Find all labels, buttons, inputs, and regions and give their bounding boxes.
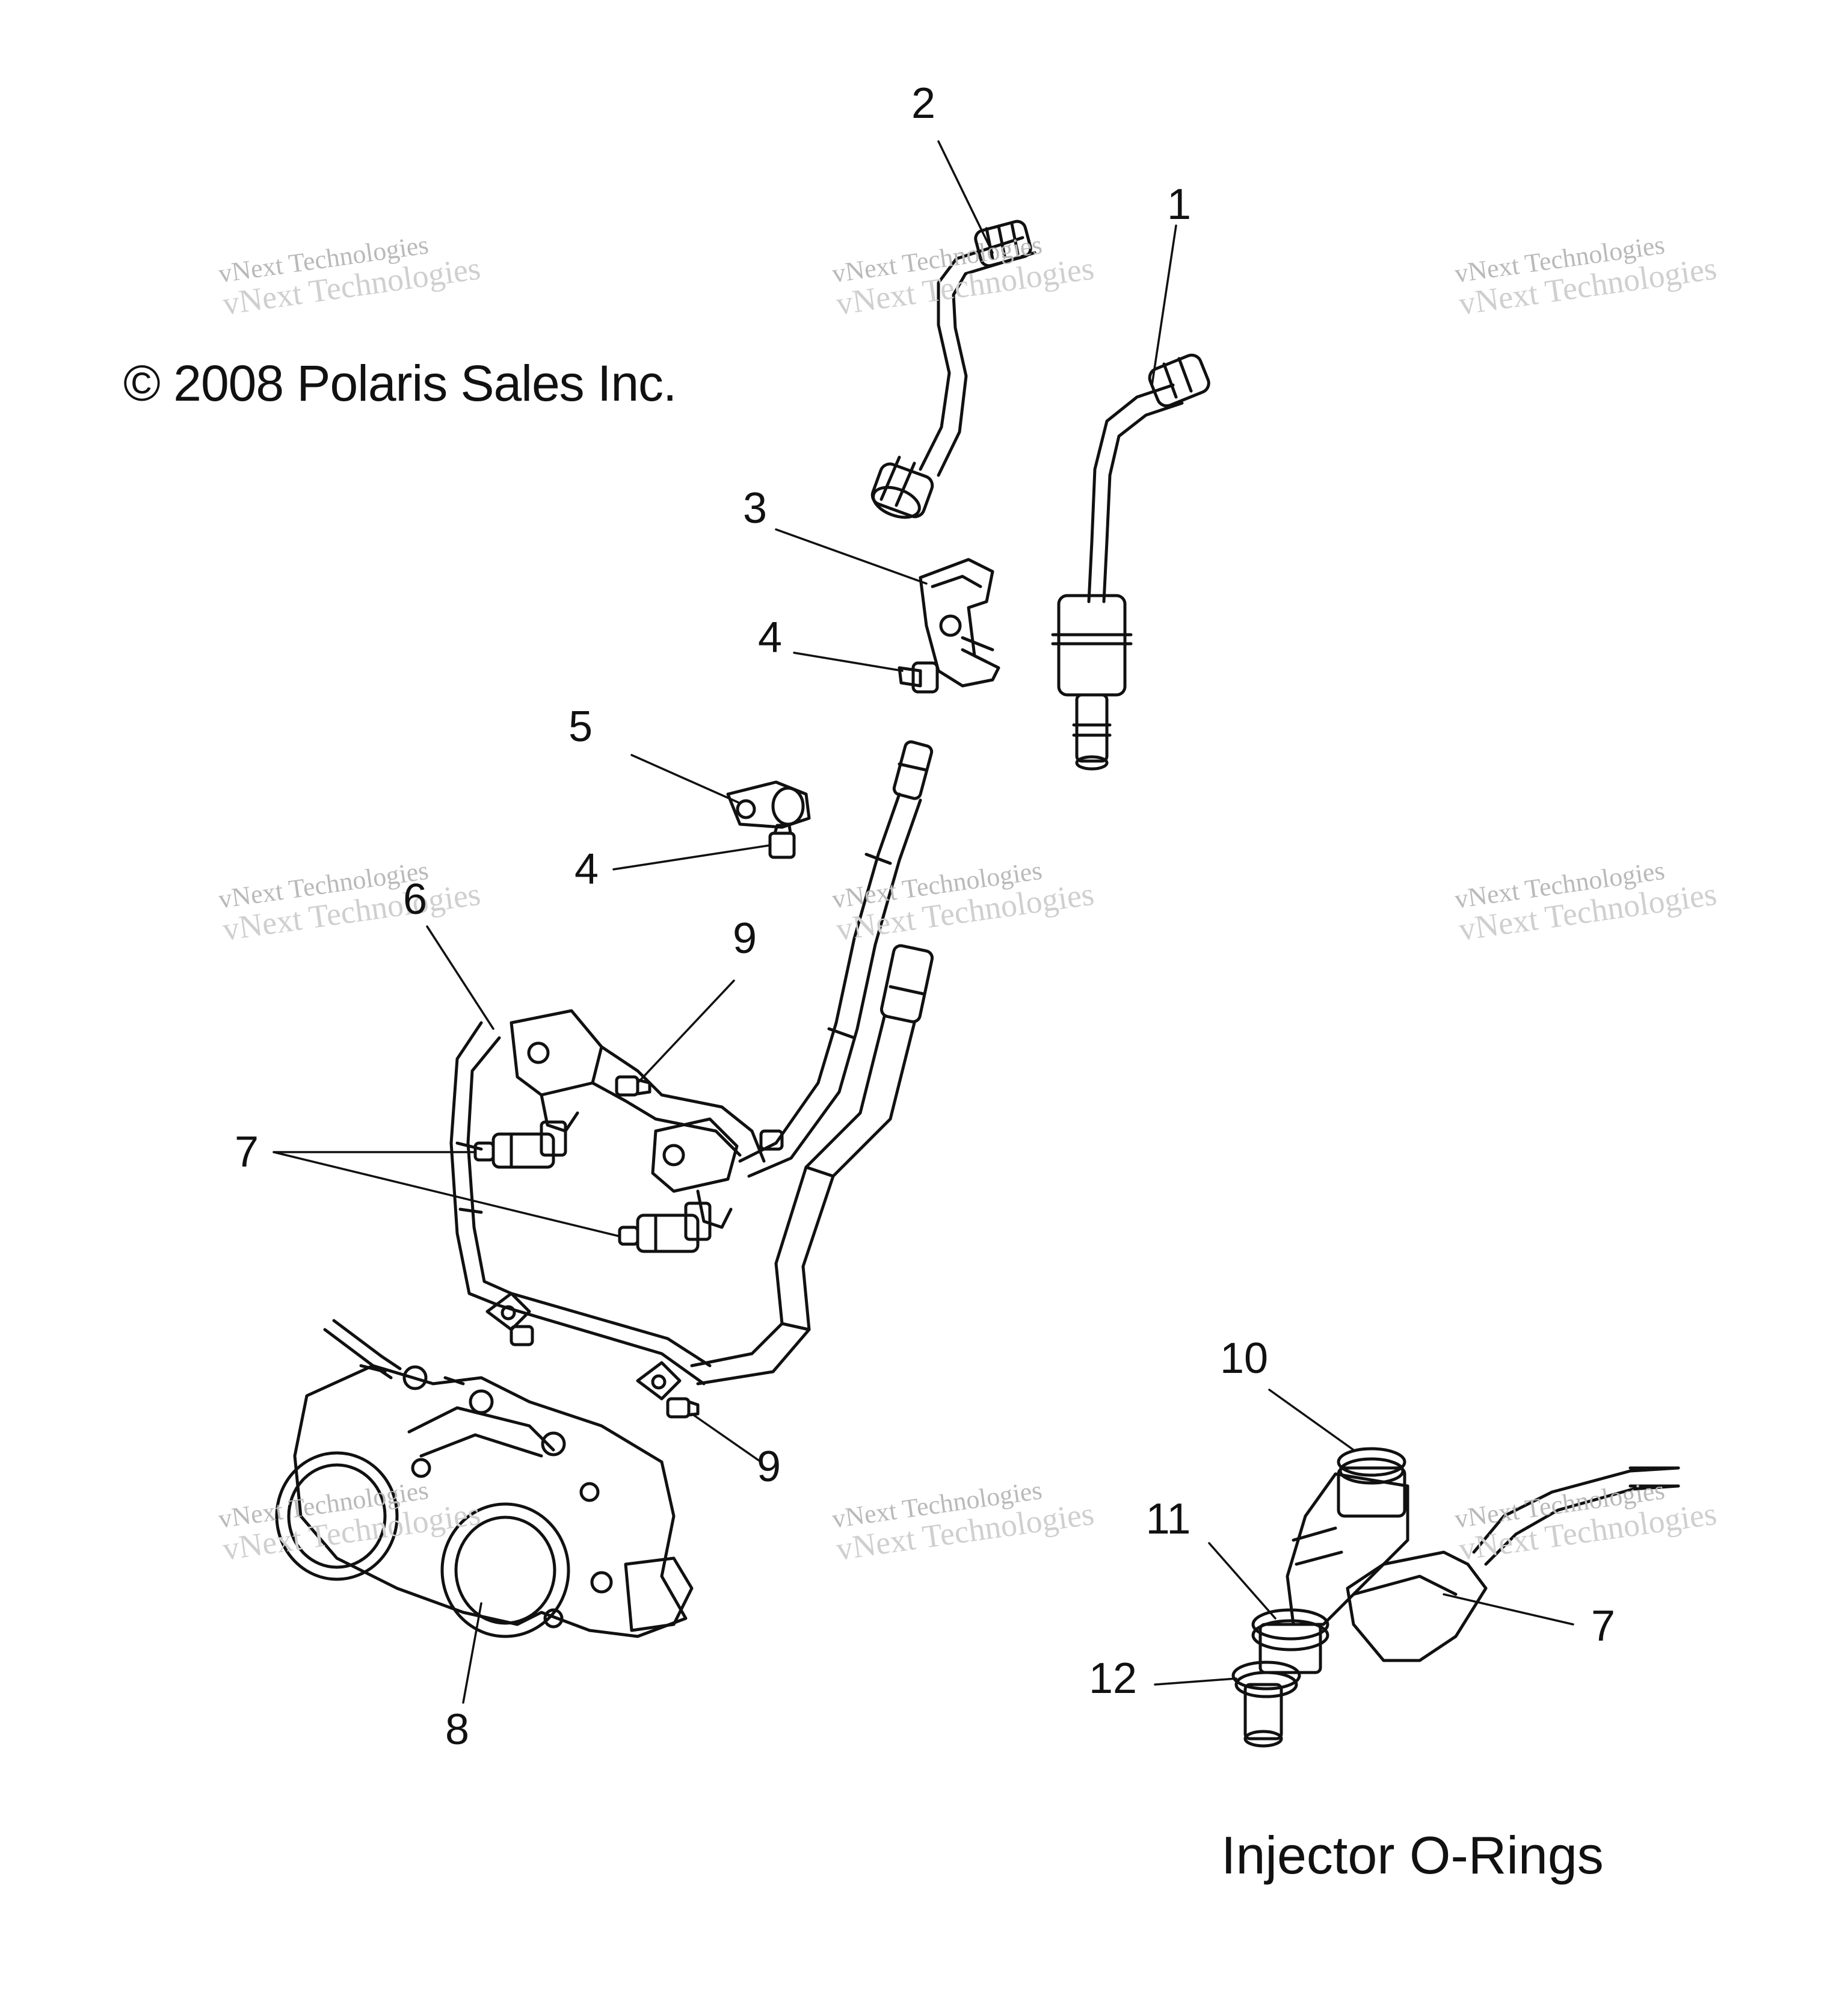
callout-7: 7 bbox=[1591, 1602, 1616, 1650]
part-9-bolt-upper bbox=[615, 1075, 651, 1097]
part-8-throttle-body bbox=[275, 1319, 694, 1638]
callout-1: 1 bbox=[1166, 180, 1192, 229]
callout-7: 7 bbox=[234, 1128, 259, 1176]
callout-12: 12 bbox=[1088, 1654, 1138, 1703]
part-4-bolt-lower bbox=[768, 824, 796, 859]
fuel-supply-line bbox=[738, 740, 934, 1178]
part-1-fuel-line-filter bbox=[1051, 353, 1210, 771]
callout-6: 6 bbox=[402, 875, 428, 923]
inset-title: Injector O-Rings bbox=[1221, 1825, 1604, 1885]
part-5-clamp bbox=[726, 780, 811, 829]
callout-5: 5 bbox=[568, 703, 593, 751]
callout-4: 4 bbox=[757, 614, 783, 662]
leader-lines bbox=[273, 140, 1574, 1704]
part-6-fuel-rail bbox=[449, 1009, 766, 1401]
callout-3: 3 bbox=[742, 484, 768, 532]
callout-10: 10 bbox=[1219, 1334, 1269, 1383]
callout-4: 4 bbox=[574, 845, 599, 893]
part-2-fuel-hose bbox=[870, 220, 1036, 519]
callout-2: 2 bbox=[911, 79, 936, 128]
part-9-bolt-rail2 bbox=[510, 1325, 534, 1346]
part-3-bracket bbox=[919, 558, 1000, 688]
copyright-notice: © 2008 Polaris Sales Inc. bbox=[123, 355, 677, 412]
part-7-injector-upper bbox=[473, 1120, 567, 1169]
callout-9: 9 bbox=[732, 914, 757, 963]
fuel-return-line bbox=[690, 944, 934, 1386]
callout-9: 9 bbox=[756, 1443, 781, 1491]
part-7-injector-lower bbox=[618, 1201, 712, 1253]
callout-8: 8 bbox=[445, 1706, 470, 1754]
callout-11: 11 bbox=[1145, 1495, 1191, 1543]
part-9-bolt-rail bbox=[759, 1129, 784, 1151]
inset-injector-detail bbox=[1231, 1447, 1680, 1748]
part-4-bolt-upper bbox=[898, 661, 939, 694]
